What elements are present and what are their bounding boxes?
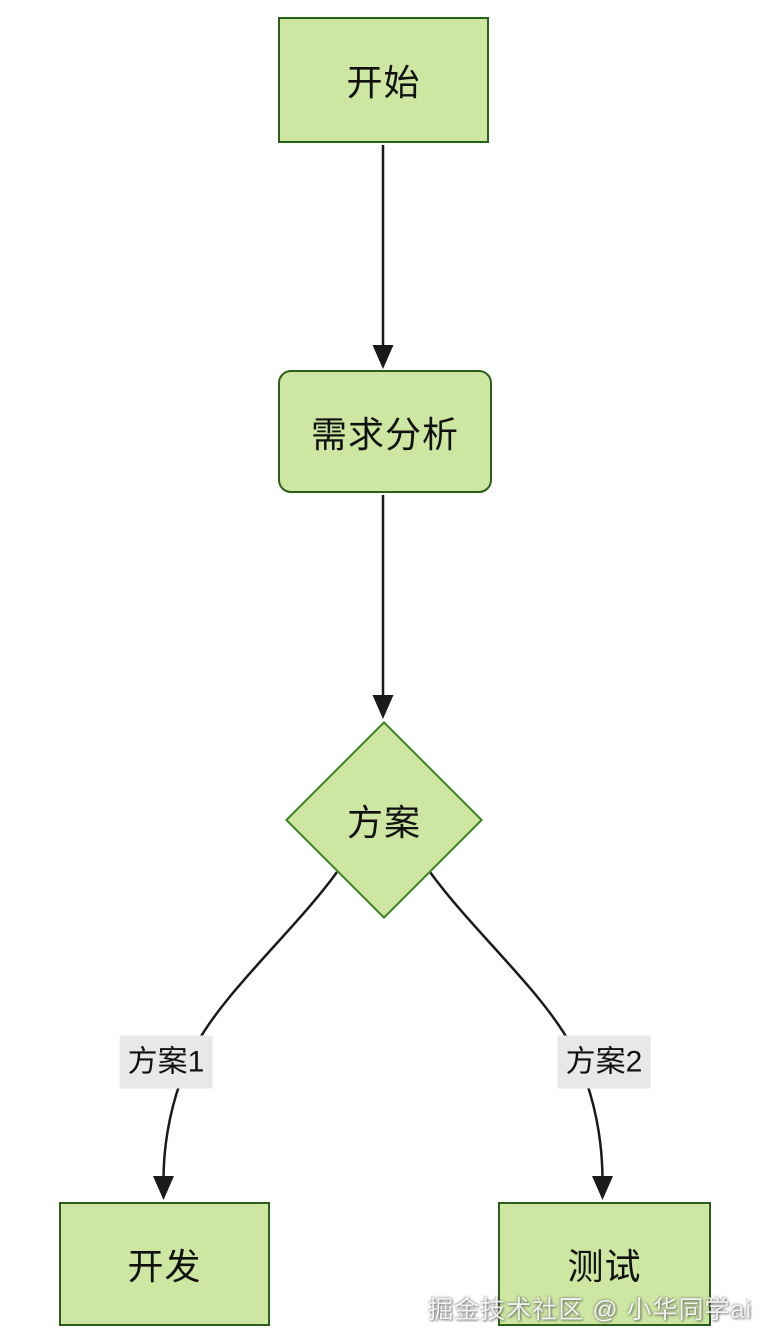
node-requirements-analysis: 需求分析 [278,370,492,493]
node-decision-label: 方案 [346,802,422,843]
edge-label-plan1: 方案1 [119,1035,213,1089]
node-test-label: 测试 [567,1246,642,1287]
edge-decision-test [428,871,604,1179]
node-dev-label: 开发 [127,1246,202,1287]
node-start-label: 开始 [346,62,421,103]
arrowhead-analysis-decision [372,695,394,719]
arrowhead-start-analysis [372,345,394,369]
edge-decision-dev [162,871,339,1179]
arrowhead-decision-test [592,1176,613,1200]
arrowhead-decision-dev [153,1176,174,1200]
node-dev: 开发 [59,1202,270,1326]
edge-label-plan2: 方案2 [557,1035,651,1089]
watermark-text: 掘金技术社区 @ 小华同学ai [428,1296,752,1324]
node-requirements-analysis-label: 需求分析 [310,413,459,455]
node-test: 测试 [498,1202,711,1326]
node-start: 开始 [278,17,489,143]
